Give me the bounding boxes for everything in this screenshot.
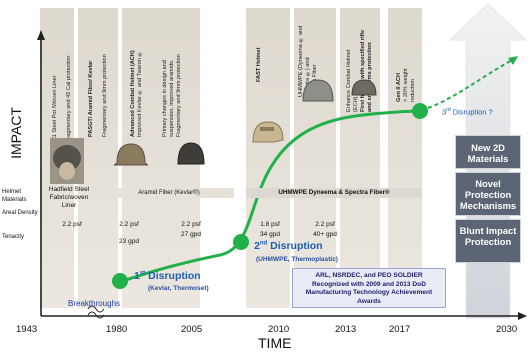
spec-density: 1.8 psf xyxy=(260,221,280,228)
spec-density: 2.2 psf xyxy=(62,221,82,228)
year-label: 2010 xyxy=(268,324,290,335)
disruption-1-marker xyxy=(112,273,128,289)
ach-helmet-icon xyxy=(177,142,205,165)
future-box-protection-mechanisms: Novel Protection Mechanisms xyxy=(455,172,521,216)
spec-tenacity: 34 gpd xyxy=(260,231,280,238)
row-label-helmet-materials: Helmet Materials xyxy=(2,189,27,203)
year-label: 2005 xyxy=(181,324,203,335)
axis-break-mark xyxy=(87,305,105,313)
x-axis-arrowhead xyxy=(518,312,527,320)
y-axis-arrowhead xyxy=(37,30,45,40)
era-column-ech xyxy=(340,8,380,308)
fast-helmet-icon xyxy=(252,121,284,143)
year-label: 2017 xyxy=(389,324,411,335)
projected-arrowhead xyxy=(508,56,518,65)
m1-helmet-photo-icon xyxy=(50,138,84,184)
ech-helmet-icon xyxy=(302,79,334,102)
future-box-blunt-impact: Blunt Impact Protection xyxy=(455,219,521,263)
axis-break-mark xyxy=(87,311,105,319)
year-label: 1980 xyxy=(106,324,128,335)
disruption-3-marker xyxy=(412,103,428,119)
breakthroughs-label: Breakthroughs xyxy=(68,299,121,308)
spec-tenacity: 40+ gpd xyxy=(313,231,337,238)
era-column-uhmwpe xyxy=(294,8,336,308)
future-box-2d-materials: New 2D Materials xyxy=(455,135,521,169)
spec-tenacity: 27 gpd xyxy=(181,231,201,238)
projected-curve xyxy=(427,59,513,109)
disruption-1-sub: (Kevlar, Thermoset) xyxy=(148,285,209,292)
era-column-gen2 xyxy=(388,8,422,308)
year-label: 2013 xyxy=(335,324,357,335)
year-label: 1943 xyxy=(16,324,38,335)
era-column-fast xyxy=(246,8,290,308)
spec-density: 2.2 psf xyxy=(315,221,335,228)
gen2-helmet-icon xyxy=(351,79,377,96)
spec-density: 2.2 psf xyxy=(181,221,201,228)
era-column-pasgt xyxy=(78,8,118,308)
year-label: 2030 xyxy=(496,324,518,335)
spec-density: 2.2 psf xyxy=(119,221,139,228)
row-label-areal-density: Areal Density xyxy=(2,210,38,216)
award-box: ARL, NSRDEC, and PEO SOLDIER Recognized … xyxy=(292,268,446,308)
disruption-2-label: 2nd Disruption xyxy=(254,240,323,252)
row-label-tenacity: Tenacity xyxy=(2,234,25,240)
disruption-2-marker xyxy=(233,234,249,250)
material-uhmwpe-bar: UHMWPE Dyneema & Spectra Fiber® xyxy=(246,188,422,198)
pasgt-helmet-icon xyxy=(114,143,148,166)
y-axis-label: IMPACT xyxy=(7,107,24,159)
spec-tenacity: 23 gpd xyxy=(119,238,139,245)
material-aramid-bar: Aramid Fiber (Kevlar®) xyxy=(104,188,234,198)
x-axis-label: TIME xyxy=(258,335,292,351)
disruption-2-sub: (UHMWPE, Thermoplastic) xyxy=(256,256,338,263)
disruption-1-label: 1st Disruption xyxy=(134,270,201,282)
impact-curve xyxy=(119,109,421,284)
disruption-3-label: 3rd Disruption ? xyxy=(442,107,493,117)
